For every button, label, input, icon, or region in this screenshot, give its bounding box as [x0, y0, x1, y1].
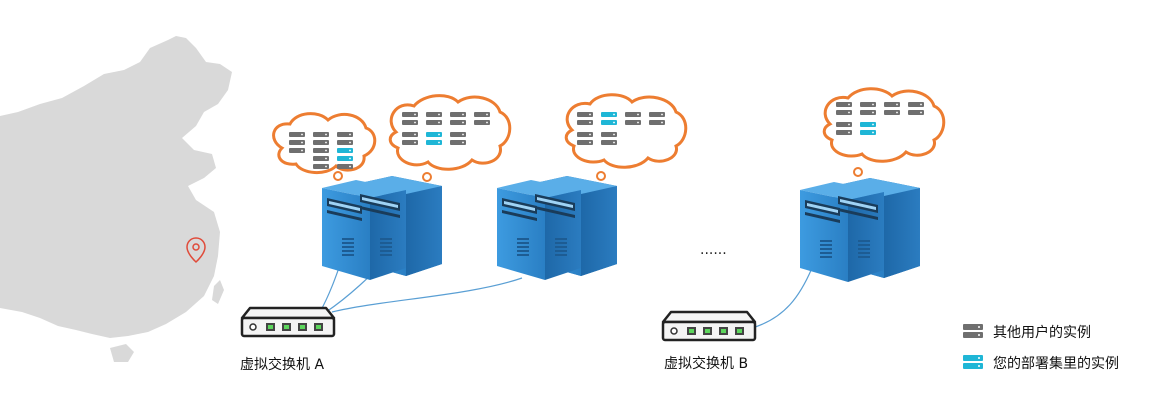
network-switch-icon: [661, 310, 757, 342]
server-icon: [322, 176, 442, 280]
map-china: [0, 36, 232, 338]
legend-your-deployment: 您的部署集里的实例: [993, 352, 1119, 374]
server-icon: [800, 178, 920, 282]
map-island-taiwan: [212, 280, 224, 304]
instance-cloud: [272, 112, 377, 181]
more-servers-ellipsis: ......: [700, 242, 727, 258]
server-icon: [497, 176, 617, 280]
map-island-hainan: [110, 344, 134, 362]
legend-other-instance-icon: [963, 324, 983, 338]
legend-other-users-label: 其他用户的实例: [993, 325, 1091, 341]
network-switch-icon: [240, 306, 336, 338]
legend-other-users: 其他用户的实例: [993, 321, 1091, 343]
instance-cloud: [388, 94, 512, 182]
instance-cloud: [564, 93, 688, 181]
location-pin-icon: [186, 237, 206, 264]
switch-a-label: 虚拟交换机 A: [240, 357, 325, 373]
instance-cloud: [822, 87, 946, 177]
switch-b-label: 虚拟交换机 B: [664, 356, 749, 372]
legend-your-instance-icon: [963, 355, 983, 369]
legend-your-deployment-label: 您的部署集里的实例: [993, 356, 1119, 372]
